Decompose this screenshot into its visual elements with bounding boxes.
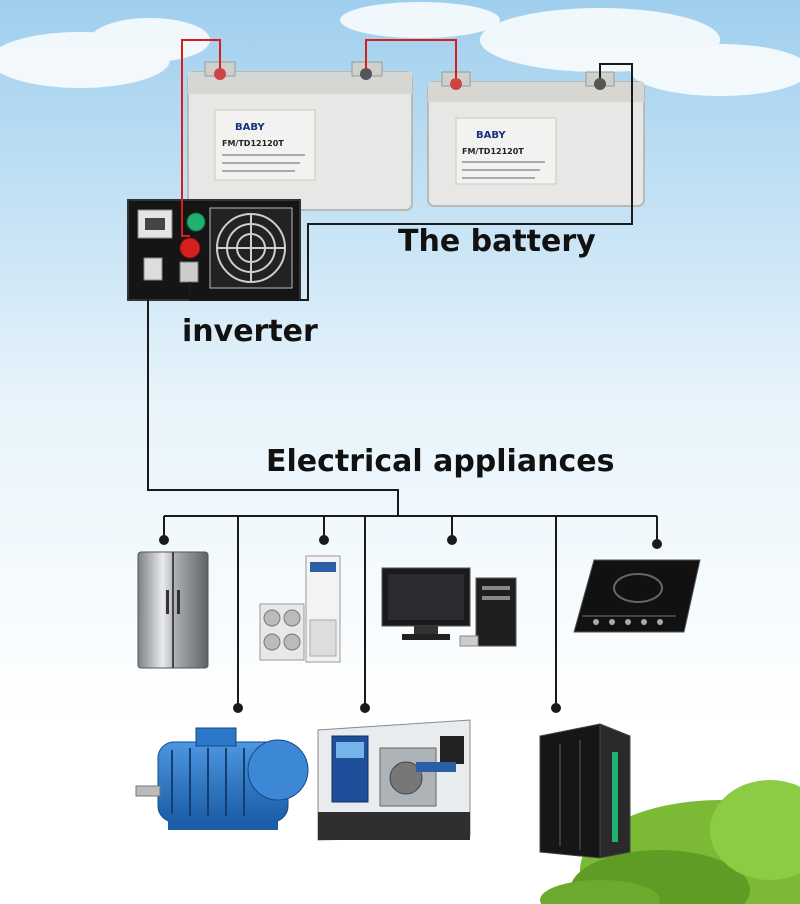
induction-cooker-icon: [573, 559, 701, 633]
appliance-wiring: [147, 296, 658, 708]
refrigerator-icon: [137, 551, 209, 669]
cnc-lathe-icon: [317, 719, 471, 841]
desktop-computer-icon: [381, 567, 517, 647]
battery-left: BABY FM/TD12120T: [187, 61, 413, 211]
electric-motor-icon: [135, 727, 309, 830]
battery-left-model: FM/TD12120T: [222, 139, 284, 148]
appliances-label: Electrical appliances: [266, 444, 615, 479]
battery-right: BABY FM/TD12120T: [427, 71, 645, 207]
battery-label: The battery: [398, 224, 596, 259]
battery-right-brand: BABY: [476, 130, 506, 141]
wire-junction-dots: [159, 535, 662, 713]
inverter-label: inverter: [182, 314, 318, 349]
inverter-fan-icon: [209, 207, 293, 289]
battery-left-brand: BABY: [235, 122, 265, 133]
battery-right-model: FM/TD12120T: [462, 147, 524, 156]
server-rack-icon: [539, 723, 631, 859]
inverter-unit: [127, 199, 301, 301]
battery-wiring: [181, 39, 633, 301]
tree-decoration: [540, 780, 800, 904]
clouds: [0, 2, 800, 96]
air-conditioner-icon: [259, 555, 341, 663]
